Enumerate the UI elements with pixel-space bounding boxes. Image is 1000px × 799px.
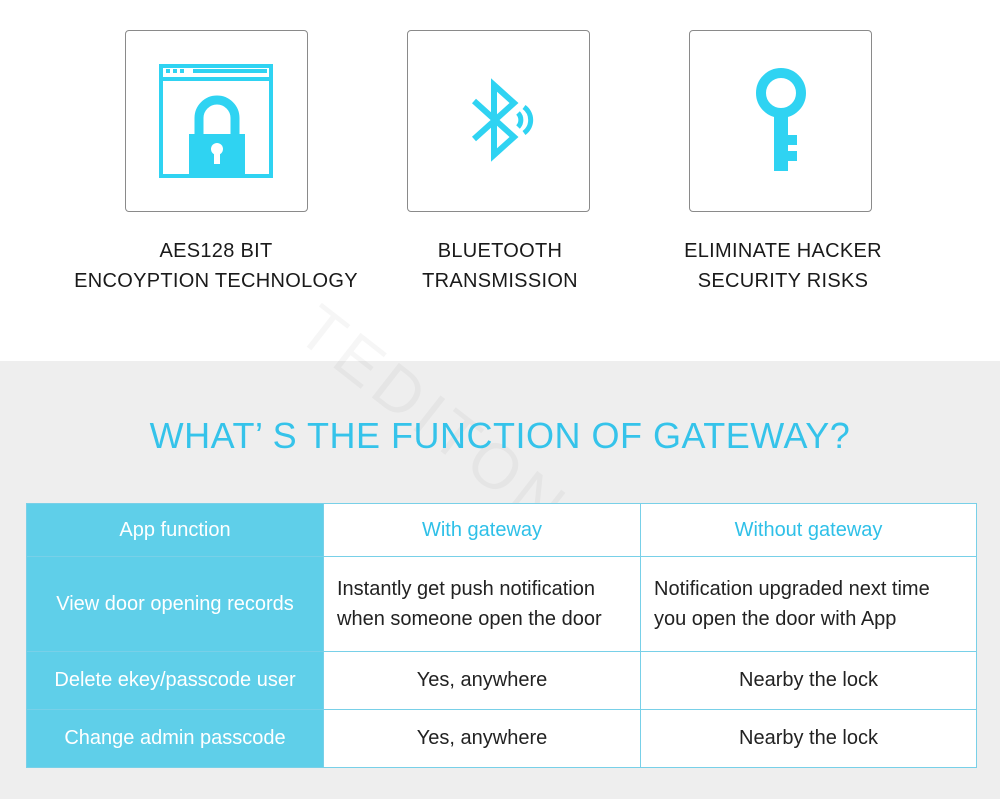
lock-window-icon: [158, 64, 273, 178]
encryption-card: [125, 30, 308, 212]
row-label: Delete ekey/passcode user: [26, 651, 324, 710]
row-label: Change admin passcode: [26, 709, 324, 768]
header-app-function: App function: [26, 503, 324, 557]
feature-line2: TRANSMISSION: [422, 270, 578, 292]
header-with-gateway: With gateway: [323, 503, 641, 557]
security-card: [689, 30, 872, 212]
table-row: Change admin passcode Yes, anywhere Near…: [26, 709, 977, 768]
features-section: AES128 BIT ENCOYPTION TECHNOLOGY BLUETOO…: [0, 0, 1000, 361]
table-row: Delete ekey/passcode user Yes, anywhere …: [26, 651, 977, 710]
cell-line: when someone open the door: [337, 608, 602, 630]
table-row: View door opening records Instantly get …: [26, 556, 977, 652]
cell-line: Notification upgraded next time: [654, 578, 930, 600]
with-gateway-cell: Instantly get push notification when som…: [323, 556, 641, 652]
bluetooth-card: [407, 30, 590, 212]
without-gateway-cell: Notification upgraded next time you open…: [640, 556, 977, 652]
feature-bluetooth-text: BLUETOOTH TRANSMISSION: [400, 236, 600, 296]
cell-line: Instantly get push notification: [337, 578, 595, 600]
page-title: WHAT’ S THE FUNCTION OF GATEWAY?: [149, 415, 851, 456]
header-without-gateway: Without gateway: [640, 503, 977, 557]
feature-line2: SECURITY RISKS: [697, 270, 869, 292]
gateway-comparison-table: App function With gateway Without gatewa…: [26, 503, 977, 768]
key-icon: [755, 68, 806, 171]
feature-security-text: ELIMINATE HACKER SECURITY RISKS: [672, 236, 894, 296]
cell-line: you open the door with App: [654, 608, 897, 630]
feature-line1: ELIMINATE HACKER: [684, 240, 882, 262]
feature-encryption-text: AES128 BIT ENCOYPTION TECHNOLOGY: [72, 236, 360, 296]
with-gateway-cell: Yes, anywhere: [323, 651, 641, 710]
without-gateway-cell: Nearby the lock: [640, 651, 977, 710]
feature-line1: AES128 BIT: [159, 240, 273, 262]
without-gateway-cell: Nearby the lock: [640, 709, 977, 768]
bluetooth-icon: [471, 78, 533, 162]
feature-line1: BLUETOOTH: [437, 240, 563, 262]
table-header-row: App function With gateway Without gatewa…: [26, 503, 977, 557]
feature-line2: ENCOYPTION TECHNOLOGY: [74, 270, 358, 292]
with-gateway-cell: Yes, anywhere: [323, 709, 641, 768]
row-label: View door opening records: [26, 556, 324, 652]
